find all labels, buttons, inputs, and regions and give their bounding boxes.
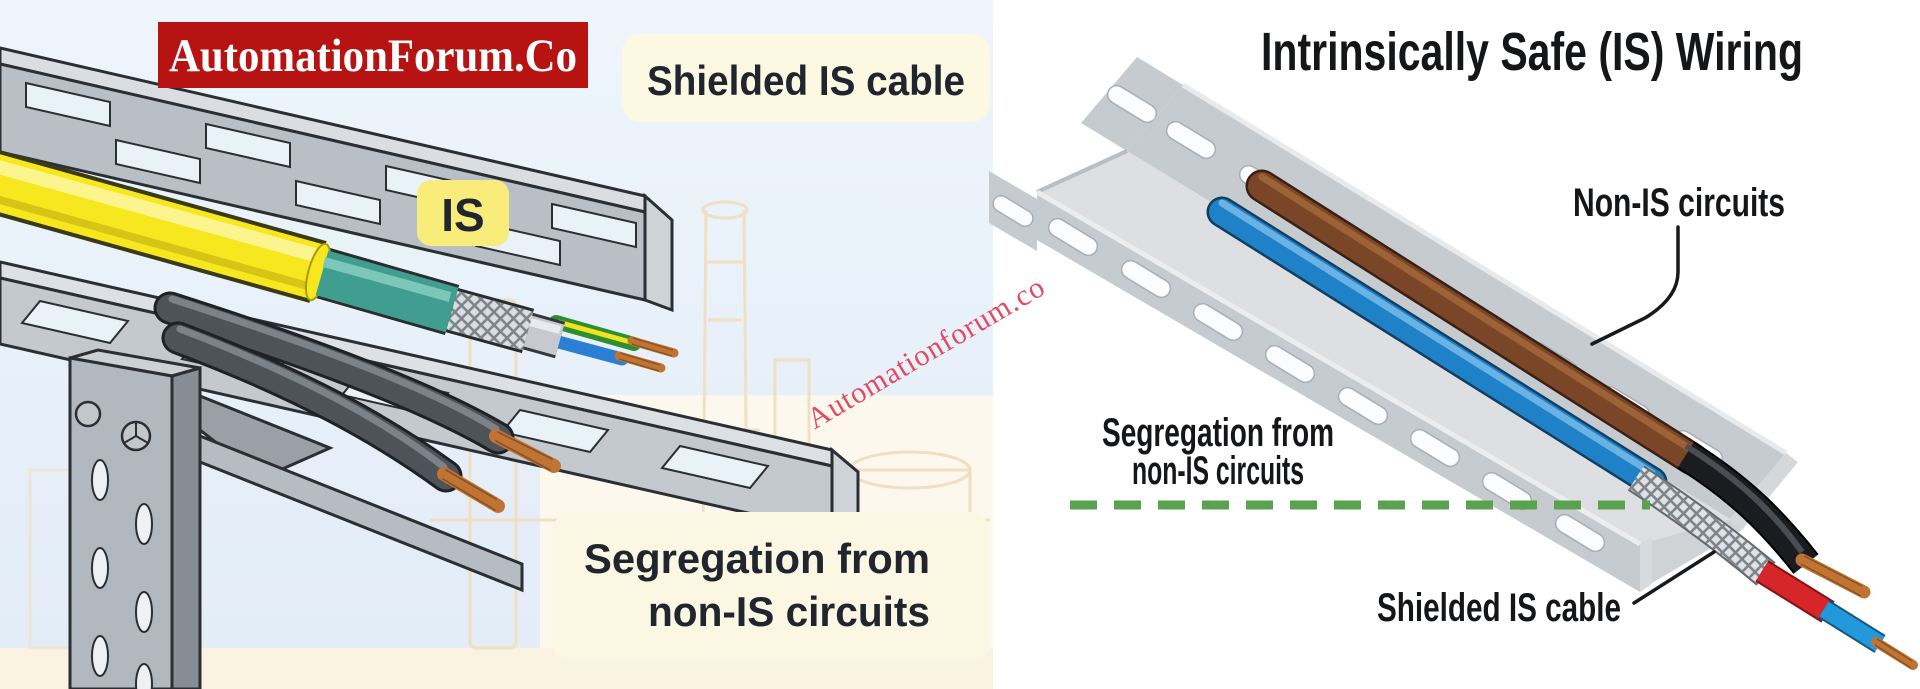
copper-conductor-tip: [437, 467, 505, 513]
copper-conductor-tip: [1871, 637, 1918, 670]
shielded-is-leader-line: [1632, 550, 1716, 605]
signal-wire-blue: [544, 333, 666, 373]
copper-conductor-tip: [627, 336, 679, 358]
non-is-blue-cable: [1206, 196, 1668, 498]
non-is-cables-left: [153, 291, 561, 513]
tray-near-wall: [1037, 192, 1640, 592]
earth-wire-green-yellow: [549, 315, 679, 358]
is-tag-label: IS: [417, 180, 509, 246]
segregation-label-right-line2: non-IS circuits: [1132, 449, 1304, 493]
shielded-is-cable-label-text: Shielded IS cable: [647, 57, 965, 104]
support-strut: [68, 348, 524, 689]
braided-shield: [441, 286, 535, 354]
strut-slots: [91, 459, 153, 689]
brand-badge: AutomationForum.Co: [158, 22, 588, 88]
segregation-label-line2: non-IS circuits: [648, 588, 930, 635]
non-is-brown-cable: [1245, 169, 1709, 476]
shielded-is-cable-label-right: Shielded IS cable: [1377, 586, 1621, 630]
braided-shield: [1628, 467, 1775, 585]
right-panel-title: Intrinsically Safe (IS) Wiring: [1261, 22, 1803, 82]
non-is-circuits-label: Non-IS circuits: [1573, 181, 1785, 225]
tray-floor: [1037, 151, 1730, 544]
shielded-is-cable-label-left: Shielded IS cable: [622, 34, 990, 122]
segregation-label-left: Segregation from non-IS circuits: [552, 512, 990, 662]
brand-badge-background: [158, 22, 588, 88]
is-tag-text: IS: [441, 189, 484, 241]
cable-tray: [989, 57, 1798, 592]
shielded-is-cable-right: [1627, 465, 1918, 670]
right-panel: Intrinsically Safe (IS) Wiring: [989, 0, 1920, 689]
left-panel: AutomationForum.Co Shielded IS cable IS …: [0, 0, 993, 689]
brand-badge-text: AutomationForum.Co: [169, 30, 577, 82]
copper-conductor-tip: [489, 429, 561, 473]
non-is-leader-line: [1590, 225, 1680, 346]
copper-conductor-tip: [614, 351, 666, 373]
non-is-black-cable: [1677, 441, 1871, 599]
strut-bolts: [74, 400, 152, 452]
copper-conductor-tip: [1795, 553, 1871, 599]
segregation-label-line1: Segregation from: [584, 535, 930, 582]
foil-wrap: [518, 311, 566, 359]
teal-sheath-over-rim: [315, 250, 459, 333]
segregation-label-right-line1: Segregation from: [1102, 411, 1334, 455]
tray-near-wall-slots: [1047, 217, 1606, 553]
is-cable-cutaway: [0, 150, 679, 373]
yellow-outer-jacket: [0, 150, 332, 303]
